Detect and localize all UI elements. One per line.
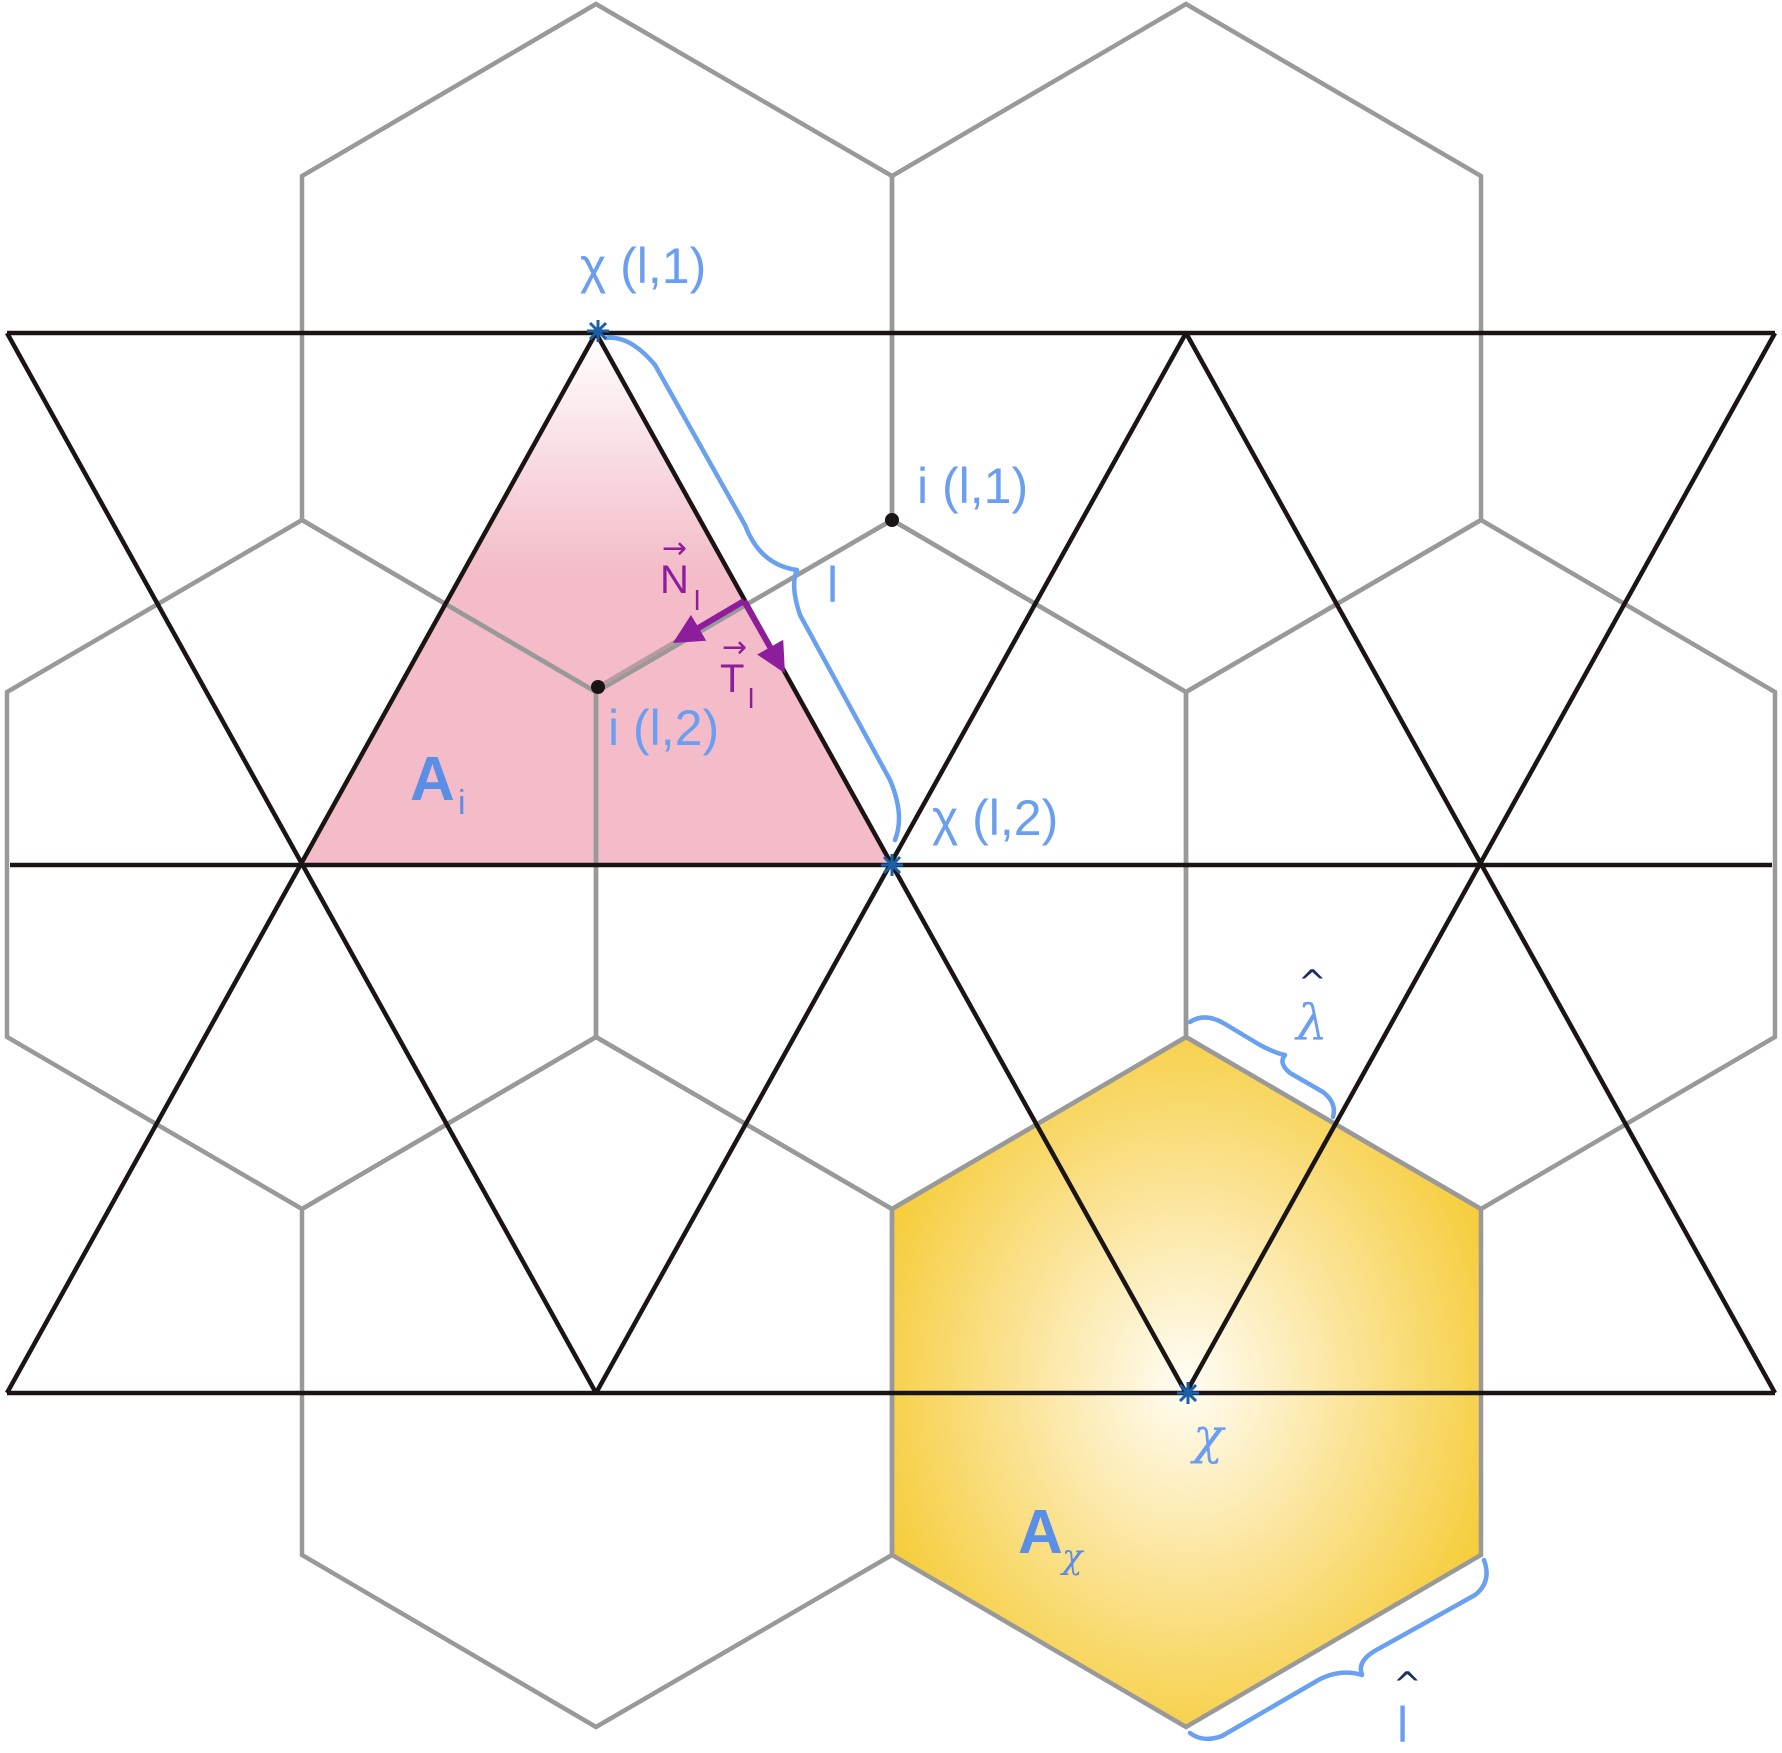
label-area-A-chi-subscript: χ: [1060, 1537, 1085, 1577]
triangle-cell-area-fill: [302, 333, 892, 865]
primal-vertex-star-chi-l1: [587, 320, 609, 342]
label-i-l1: i (l,1): [917, 458, 1028, 514]
label-chi: χ: [1190, 1407, 1226, 1465]
normal-vector-arrow: [672, 598, 746, 644]
hexagon-cell-top-right: [889, 1, 1484, 695]
normal-vector-arrow-glyph: →: [662, 531, 687, 566]
hexagon-cell-bottom-left: [299, 1034, 895, 1730]
label-chi-l2: χ (l,2): [932, 790, 1058, 846]
primal-vertex-star-chi: [1177, 1382, 1199, 1404]
label-i-l2: i (l,2): [608, 700, 719, 756]
label-l-hat: l: [1397, 1697, 1408, 1753]
label-tangent-vector-T: T: [720, 657, 744, 701]
primal-vertex-star-chi-l2: [881, 854, 903, 876]
tangent-vector-arrow-glyph: →: [722, 630, 747, 665]
lambda-hat-mark: ^: [1298, 963, 1327, 1003]
tangent-vector-arrow: [741, 599, 785, 674]
label-area-A-i: A: [410, 745, 455, 814]
label-edge-l: l: [827, 557, 838, 613]
label-chi-l1: χ (l,1): [580, 238, 706, 294]
triangle-diagonal: [1184, 331, 1777, 1395]
label-area-A-chi: A: [1018, 1498, 1063, 1567]
triangle-diagonal: [5, 331, 598, 1395]
l-hat-mark: ^: [1393, 1665, 1422, 1705]
label-normal-vector-subscript: l: [694, 585, 700, 616]
label-normal-vector-N: N: [660, 558, 689, 602]
edge-length-brace-l: [603, 335, 902, 843]
label-tangent-vector-subscript: l: [748, 683, 754, 714]
label-lambda-hat: λ: [1294, 994, 1328, 1052]
dual-edge-length-brace-lambda-hat: [1187, 1015, 1337, 1120]
dual-point-i-l2-dot: [591, 680, 605, 694]
hexagon-cell-bottom-right: [889, 1034, 1484, 1730]
dual-point-i-l1-dot: [885, 513, 899, 527]
label-area-A-i-subscript: i: [458, 784, 466, 822]
hexagon-edge-length-brace-l-hat: [1187, 1557, 1489, 1742]
